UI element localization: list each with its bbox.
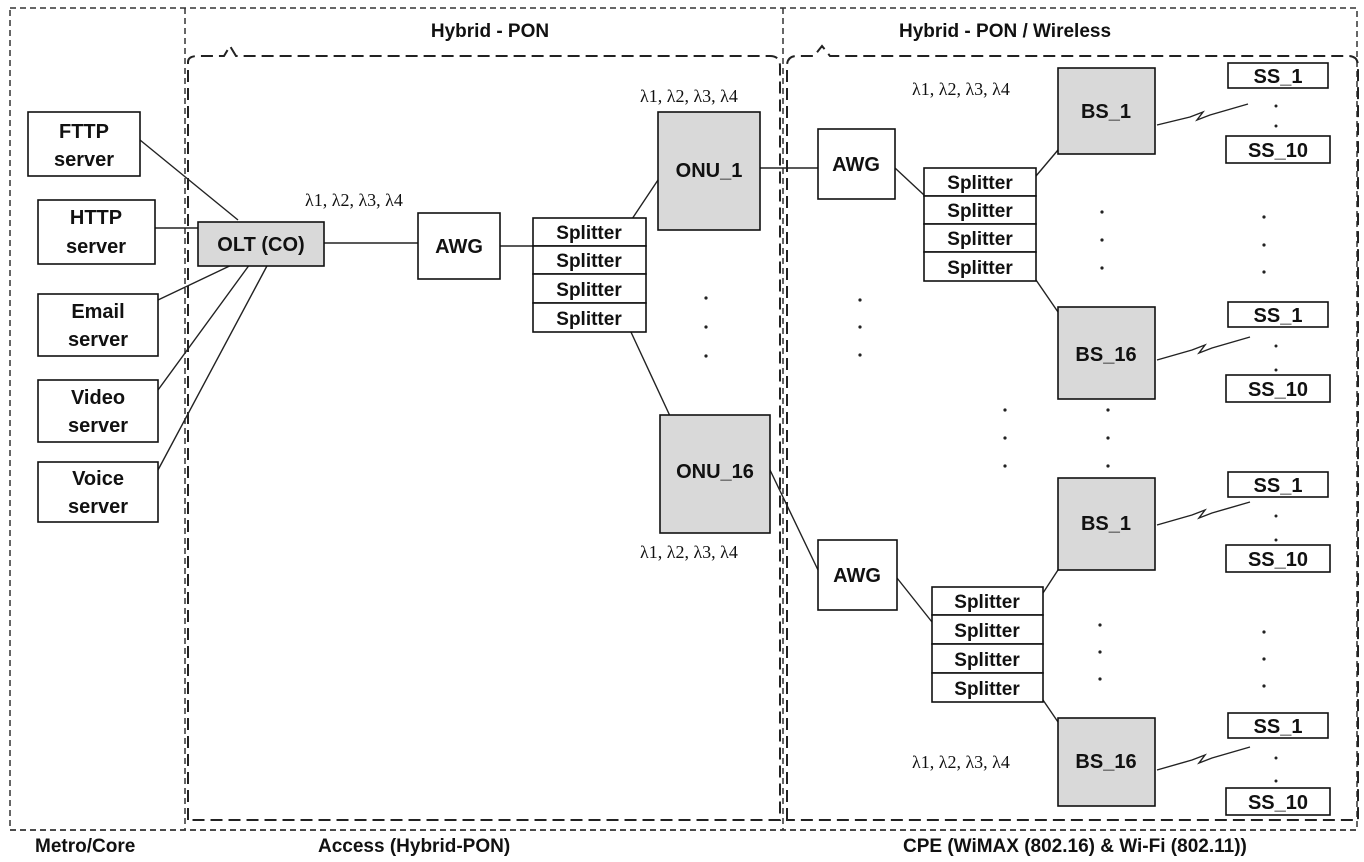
onu-16-label: ONU_16 [676, 461, 754, 483]
hybrid-pon-wireless-region [786, 44, 1359, 821]
ss-last-label: SS_10 [1248, 140, 1308, 162]
ss-group-1: SS_1 SS_10 [1225, 62, 1331, 164]
awg-access-label: AWG [435, 236, 483, 258]
wavelength-label-onu16: λ1, λ2, λ3, λ4 [640, 542, 738, 562]
splitter2-bs1-link [1042, 569, 1059, 594]
bs-16-top: BS_16 [1057, 306, 1156, 400]
wavelength-label-onu1: λ1, λ2, λ3, λ4 [640, 86, 738, 106]
ss-group-2: SS_1 SS_10 [1225, 301, 1331, 403]
bs-ellipsis-middle [1003, 408, 1110, 468]
wavelength-label-bs1-top: λ1, λ2, λ3, λ4 [912, 79, 1010, 99]
bs-16-bottom-label: BS_16 [1075, 751, 1136, 773]
server-video: Video server [37, 379, 159, 443]
server-http-line2: server [66, 236, 126, 258]
ss-last-label: SS_10 [1248, 792, 1308, 814]
server-ftp-line1: FTTP [59, 121, 109, 143]
footer-access: Access (Hybrid-PON) [318, 836, 510, 857]
wireless-links [1156, 103, 1251, 771]
ss-first-label: SS_1 [1254, 475, 1303, 497]
awg-cpe-2: AWG [817, 539, 898, 611]
ss-last-label: SS_10 [1248, 379, 1308, 401]
server-http-line1: HTTP [70, 207, 122, 229]
onu-1: ONU_1 [657, 111, 761, 231]
splitter-label: Splitter [556, 280, 622, 301]
awg-cpe-ellipsis [858, 298, 862, 357]
server-voice: Voice server [37, 461, 159, 523]
ss-first-label: SS_1 [1254, 305, 1303, 327]
splitter2-bs16-link [1042, 699, 1059, 723]
splitter-label: Splitter [556, 251, 622, 272]
awg-cpe-2-label: AWG [833, 565, 881, 587]
ss-first-label: SS_1 [1254, 66, 1303, 88]
olt-node: OLT (CO) [197, 221, 325, 267]
bs-1-top-label: BS_1 [1081, 101, 1131, 123]
splitter-stack-access: Splitter Splitter Splitter Splitter [532, 217, 647, 333]
awg-access: AWG [417, 212, 501, 280]
onu-1-label: ONU_1 [676, 160, 743, 182]
bs-16-top-label: BS_16 [1075, 344, 1136, 366]
bs-ellipsis-bottom [1098, 623, 1102, 681]
ss-last-label: SS_10 [1248, 549, 1308, 571]
footer-cpe: CPE (WiMAX (802.16) & Wi-Fi (802.11)) [903, 836, 1247, 857]
splitter-label: Splitter [954, 650, 1020, 671]
server-to-olt-links [139, 139, 269, 471]
bs-1-bottom-label: BS_1 [1081, 513, 1131, 535]
splitter-label: Splitter [954, 621, 1020, 642]
splitter-stack-cpe-1: Splitter Splitter Splitter Splitter [923, 167, 1037, 282]
bs-1-top: BS_1 [1057, 67, 1156, 155]
bs-ellipsis-top [1100, 210, 1104, 270]
wavelength-label-olt: λ1, λ2, λ3, λ4 [305, 190, 403, 210]
server-voice-line1: Voice [72, 468, 124, 490]
splitter-label: Splitter [947, 173, 1013, 194]
hybrid-pon-region [187, 44, 781, 821]
server-email-line1: Email [71, 301, 124, 323]
bs-1-bottom: BS_1 [1057, 477, 1156, 571]
server-email: Email server [37, 293, 159, 357]
server-email-line2: server [68, 329, 128, 351]
awg-cpe-1: AWG [817, 128, 896, 200]
splitter-label: Splitter [947, 229, 1013, 250]
splitter-label: Splitter [947, 201, 1013, 222]
ss-group-4: SS_1 SS_10 [1225, 712, 1331, 816]
server-ftp: FTTP server [27, 111, 141, 177]
splitter-stack-cpe-2: Splitter Splitter Splitter Splitter [931, 586, 1044, 703]
onu-ellipsis [704, 296, 708, 358]
splitter-label: Splitter [954, 592, 1020, 613]
splitter-onu1-link [629, 179, 659, 223]
wavelength-label-bs16-bottom: λ1, λ2, λ3, λ4 [912, 752, 1010, 772]
server-ftp-line2: server [54, 149, 114, 171]
awg1-splitter-link [894, 167, 925, 196]
splitter1-bs1-link [1035, 149, 1059, 177]
ss-group-3-ellipsis [1262, 630, 1266, 688]
server-http: HTTP server [37, 199, 156, 265]
ss-group-3: SS_1 SS_10 [1225, 471, 1331, 573]
onu16-awg-link [769, 469, 819, 571]
splitter-label: Splitter [954, 679, 1020, 700]
footer-metro-core: Metro/Core [35, 836, 135, 857]
awg2-splitter-link [896, 577, 933, 623]
header-hybrid-pon-wireless: Hybrid - PON / Wireless [899, 21, 1111, 42]
splitter-label: Splitter [556, 223, 622, 244]
bs-16-bottom: BS_16 [1057, 717, 1156, 807]
ss-group-1-ellipsis [1262, 215, 1266, 274]
splitter-onu16-link [629, 329, 671, 417]
splitter-label: Splitter [947, 258, 1013, 279]
onu-16: ONU_16 [659, 414, 771, 534]
server-video-line2: server [68, 415, 128, 437]
ss-first-label: SS_1 [1254, 716, 1303, 738]
header-hybrid-pon: Hybrid - PON [431, 21, 549, 42]
splitter1-bs16-link [1035, 279, 1059, 313]
server-video-line1: Video [71, 387, 125, 409]
server-voice-line2: server [68, 496, 128, 518]
olt-label: OLT (CO) [217, 234, 304, 256]
awg-cpe-1-label: AWG [832, 154, 880, 176]
splitter-label: Splitter [556, 309, 622, 330]
